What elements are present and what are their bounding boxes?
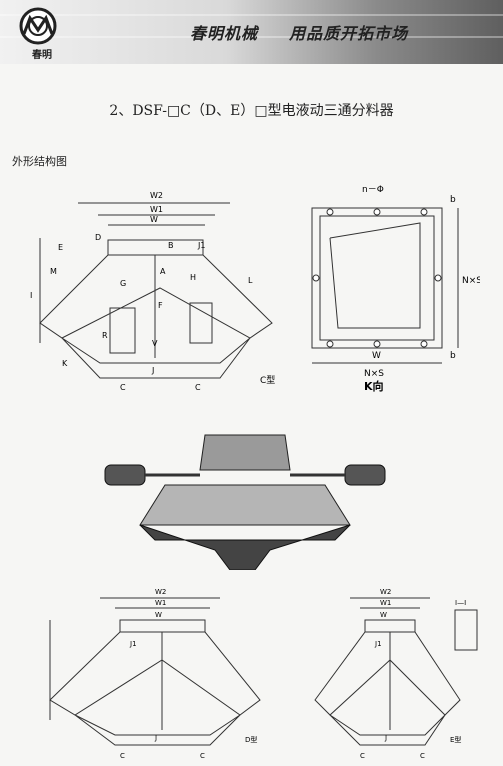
dim-j: J bbox=[154, 734, 157, 742]
brand-name: 春明 bbox=[32, 50, 52, 61]
dim-j1: J1 bbox=[129, 640, 137, 648]
dim-l: L bbox=[248, 276, 253, 285]
dim-b: B bbox=[168, 241, 174, 250]
section-detail bbox=[454, 609, 478, 651]
dim-a: A bbox=[160, 267, 166, 276]
company-name: 春明机械 bbox=[190, 24, 259, 43]
outlet-chute bbox=[61, 337, 251, 379]
dim-j1: J1 bbox=[374, 640, 382, 648]
dim-ns-bottom: N×S bbox=[364, 369, 384, 379]
dim-f: F bbox=[158, 301, 163, 310]
dim-w1: W1 bbox=[155, 599, 166, 607]
view-label: K向 bbox=[364, 379, 384, 393]
actuator-left bbox=[104, 464, 146, 486]
hole-label: n－Φ bbox=[362, 185, 384, 195]
dim-g: G bbox=[120, 279, 126, 288]
motor bbox=[189, 302, 213, 344]
inlet-flange bbox=[107, 239, 204, 256]
inlet-flange bbox=[119, 619, 206, 633]
dim-m: M bbox=[50, 267, 57, 276]
dim-i: I bbox=[30, 291, 32, 300]
dim-c-left: C bbox=[360, 752, 365, 760]
drawing-k-view: n－Φ b N×S W b N×S K向 bbox=[311, 185, 480, 393]
inlet-flange bbox=[364, 619, 416, 633]
dim-w2: W2 bbox=[155, 588, 166, 596]
bolt-hole bbox=[420, 208, 428, 216]
dim-r: R bbox=[102, 331, 108, 340]
banner-stripe bbox=[0, 36, 503, 38]
dim-c-right: C bbox=[420, 752, 425, 760]
dim-k: K bbox=[62, 359, 68, 368]
page-title: 2、DSF-□C（D、E）□型电液动三通分料器 bbox=[109, 103, 394, 119]
dim-w-k: W bbox=[372, 351, 381, 361]
bolt-hole bbox=[312, 274, 320, 282]
outlet-chute bbox=[74, 714, 241, 746]
type-label-e: E型 bbox=[450, 735, 461, 744]
dim-b-bottom: b bbox=[450, 351, 456, 361]
drawing-e-type: W2 W1 W J1 J C C I—I E型 bbox=[314, 588, 478, 760]
slogan-text: 用品质开拓市场 bbox=[289, 24, 409, 43]
outlet-chute bbox=[329, 714, 446, 746]
dim-w2: W2 bbox=[380, 588, 391, 596]
inlet-hopper bbox=[199, 434, 291, 471]
section-label: 外形结构图 bbox=[12, 155, 67, 168]
section-label-e: I—I bbox=[455, 599, 466, 607]
dim-ns-right: N×S bbox=[462, 276, 480, 286]
dim-j: J bbox=[384, 734, 387, 742]
hydraulic-unit bbox=[109, 307, 136, 354]
bolt-hole bbox=[373, 208, 381, 216]
dim-w1: W1 bbox=[380, 599, 391, 607]
body-outline bbox=[314, 631, 461, 716]
banner-stripe bbox=[0, 14, 503, 16]
flange-inner bbox=[319, 215, 435, 341]
outlet-chutes bbox=[139, 524, 351, 570]
dim-e: E bbox=[58, 243, 63, 252]
dim-v: V bbox=[152, 339, 158, 348]
inner-contour bbox=[329, 222, 421, 329]
dim-w1: W1 bbox=[150, 205, 163, 214]
dim-j: J bbox=[151, 366, 154, 375]
bolt-hole bbox=[326, 208, 334, 216]
dim-c-left: C bbox=[120, 752, 125, 760]
dim-d: D bbox=[95, 233, 101, 242]
bolt-hole bbox=[434, 274, 442, 282]
body-casing bbox=[139, 484, 351, 526]
bolt-hole bbox=[326, 340, 334, 348]
company-logo-icon bbox=[19, 7, 57, 45]
product-photo bbox=[104, 434, 386, 570]
dim-w: W bbox=[380, 611, 387, 619]
dim-w2: W2 bbox=[150, 191, 163, 200]
type-label-c: C型 bbox=[260, 375, 275, 386]
bolt-hole bbox=[373, 340, 381, 348]
drawing-c-type: W2 W1 W E D M J1 B A G H F L I R V J K C… bbox=[30, 191, 275, 392]
actuator-right bbox=[344, 464, 386, 486]
type-label-d: D型 bbox=[245, 735, 257, 744]
flange-outer bbox=[311, 207, 443, 349]
dim-c-left: C bbox=[120, 383, 126, 392]
body-outline bbox=[49, 631, 261, 716]
dim-c-right: C bbox=[200, 752, 205, 760]
dim-w: W bbox=[155, 611, 162, 619]
dim-c-right: C bbox=[195, 383, 201, 392]
dim-w: W bbox=[150, 215, 158, 224]
banner-slogan: 春明机械 用品质开拓市场 bbox=[190, 20, 408, 44]
body-outline bbox=[39, 254, 273, 339]
header-banner: 春明 春明机械 用品质开拓市场 bbox=[0, 0, 503, 64]
bolt-hole bbox=[420, 340, 428, 348]
drawing-d-type: W2 W1 W J1 J C C D型 bbox=[49, 588, 261, 760]
dim-h: H bbox=[190, 273, 196, 282]
dim-b-top: b bbox=[450, 195, 456, 205]
dim-j1: J1 bbox=[197, 241, 205, 250]
